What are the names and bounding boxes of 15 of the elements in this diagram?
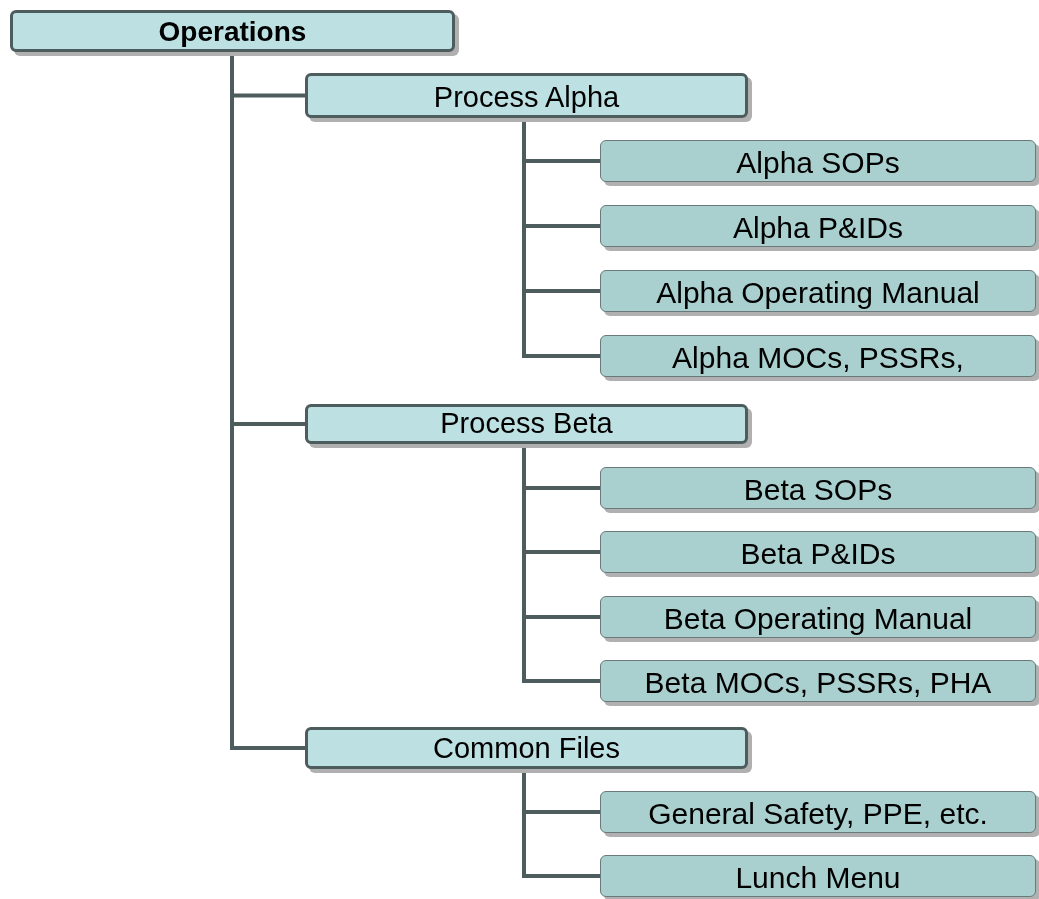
node-label: Lunch Menu xyxy=(735,863,901,896)
node-label: Alpha MOCs, PSSRs, xyxy=(672,343,964,376)
node-label: Process Beta xyxy=(440,409,613,441)
node-label: Common Files xyxy=(433,734,620,766)
node-label: General Safety, PPE, etc. xyxy=(648,799,988,832)
node-label: Alpha P&IDs xyxy=(732,213,904,246)
node-label: Beta SOPs xyxy=(743,475,893,508)
node-label: Alpha SOPs xyxy=(736,148,900,181)
item-box xyxy=(600,855,1036,897)
node-label: Operations xyxy=(158,18,307,49)
node-label: Beta Operating Manual xyxy=(663,604,973,637)
node-label: Process Alpha xyxy=(433,83,620,115)
node-label: Beta MOCs, PSSRs, PHA xyxy=(644,668,992,701)
node-label: Alpha Operating Manual xyxy=(656,278,980,311)
node-label: Beta P&IDs xyxy=(740,539,896,572)
